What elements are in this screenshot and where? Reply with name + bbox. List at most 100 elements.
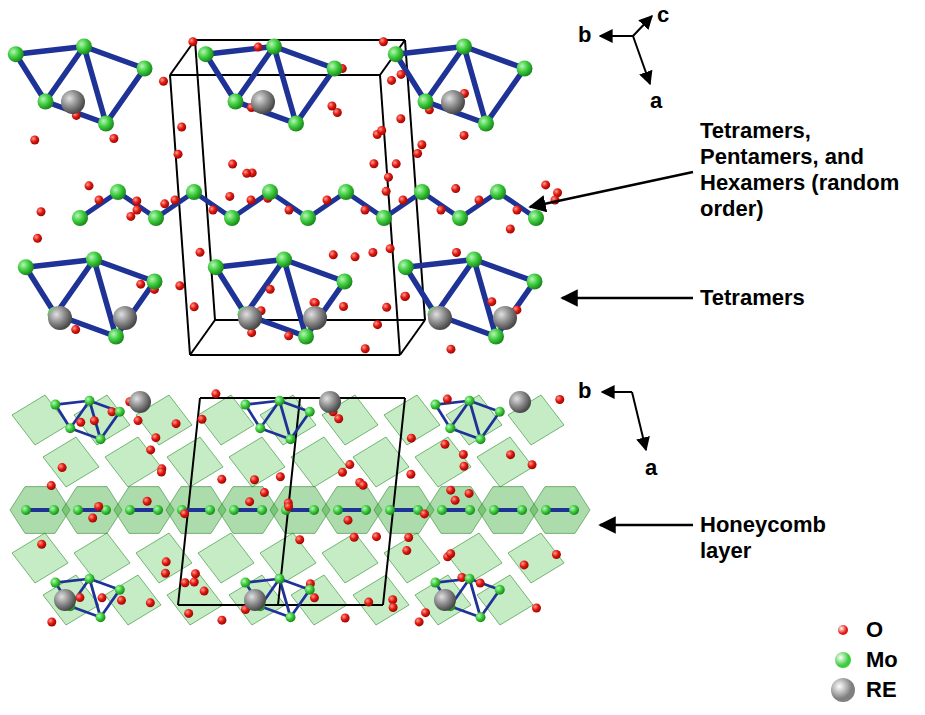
o-atom [171, 196, 180, 205]
o-atom [146, 598, 155, 607]
cell-edge [383, 398, 405, 605]
re-atom [129, 391, 151, 413]
mo-atom [445, 423, 455, 433]
o-atom [88, 514, 97, 523]
cell-edge [178, 604, 383, 606]
mo-octahedron [43, 437, 99, 487]
o-atom [327, 102, 336, 111]
o-atom [417, 140, 426, 149]
mo-atom [300, 210, 316, 226]
mo-bond [55, 401, 89, 405]
o-atom [146, 445, 155, 454]
o-atom [386, 244, 395, 253]
o-atom [209, 206, 218, 215]
mo-bond [94, 260, 155, 282]
cell-edge [178, 398, 200, 605]
mo-atom [49, 505, 59, 515]
o-atom [368, 248, 377, 257]
mo-atom [240, 400, 250, 410]
o-atom [351, 252, 360, 261]
honeycomb-cell [374, 487, 434, 534]
mo-octahedron [74, 533, 130, 583]
o-atom [541, 180, 550, 189]
mo-octahedron [198, 533, 254, 583]
re-atom [434, 589, 456, 611]
mo-bond [280, 579, 291, 618]
mo-atom [98, 116, 114, 132]
o-atom [177, 122, 186, 131]
mo-atom [288, 116, 304, 132]
o-atom [401, 292, 410, 301]
mo-atom [65, 423, 75, 433]
legend-text: RE [866, 677, 897, 703]
mo-atom [465, 396, 475, 406]
o-atom [338, 468, 347, 477]
o-atom [76, 418, 85, 427]
mo-bonds [16, 47, 574, 618]
mo-atom [115, 407, 125, 417]
mo-atom [224, 210, 240, 226]
o-atom [98, 593, 107, 602]
o-atom [555, 395, 564, 404]
mo-atom [476, 612, 486, 622]
mo-atom [465, 574, 475, 584]
mo-bond [274, 47, 335, 69]
mo-atom [85, 574, 95, 584]
o-atom [373, 320, 382, 329]
re-atom [319, 391, 341, 413]
mo-bond [481, 412, 500, 440]
o-atom [260, 488, 269, 497]
mo-atom [361, 505, 371, 515]
re-atom [61, 90, 85, 114]
mo-atom [108, 329, 124, 345]
mo-octahedron [167, 575, 223, 625]
mo-bond [481, 590, 500, 618]
mo-bond [464, 47, 486, 124]
o-atom [284, 331, 293, 340]
re-atom [113, 306, 137, 330]
mo-bond [284, 260, 345, 282]
callout-label: Tetramers, Pentamers, and Hexamers (rand… [700, 118, 920, 222]
mo-octahedron [105, 437, 161, 487]
o-atom [157, 468, 166, 477]
pointer-arrow [600, 524, 693, 527]
cell-edge [195, 40, 215, 320]
o-atom [266, 285, 275, 294]
o-atom [217, 616, 226, 625]
mo-bond [396, 47, 464, 55]
mo-bond [26, 267, 56, 314]
mo-atom [73, 505, 83, 515]
mo-atom [96, 434, 106, 444]
o-atom [276, 472, 285, 481]
o-atom [364, 598, 373, 607]
arrows [530, 16, 693, 525]
mo-bond [101, 412, 120, 440]
honeycomb-cell [270, 487, 330, 534]
o-atom [180, 509, 189, 518]
o-atom [389, 603, 398, 612]
mo-atom [490, 184, 506, 200]
mo-atom [495, 585, 505, 595]
o-atom [451, 496, 460, 505]
mo-atom [338, 184, 354, 200]
o-atom [188, 37, 197, 46]
o-atom [175, 281, 184, 290]
honeycomb-cell [114, 487, 174, 534]
mo-atom [456, 39, 472, 55]
mo-atom [376, 210, 392, 226]
mo-bond [464, 47, 525, 69]
mo-octahedron [198, 395, 254, 445]
pointer-arrow [600, 35, 633, 37]
mo-atom [125, 505, 135, 515]
o-atom [369, 159, 378, 168]
mo-bond [90, 401, 101, 440]
mo-atom [115, 585, 125, 595]
o-atom [452, 248, 461, 257]
o-atom [350, 533, 359, 542]
pointer-arrow [633, 36, 650, 84]
mo-bond [291, 590, 310, 618]
re-atom [303, 306, 327, 330]
mo-bond [206, 47, 274, 55]
mo-atom [569, 505, 579, 515]
o-atom [162, 557, 171, 566]
